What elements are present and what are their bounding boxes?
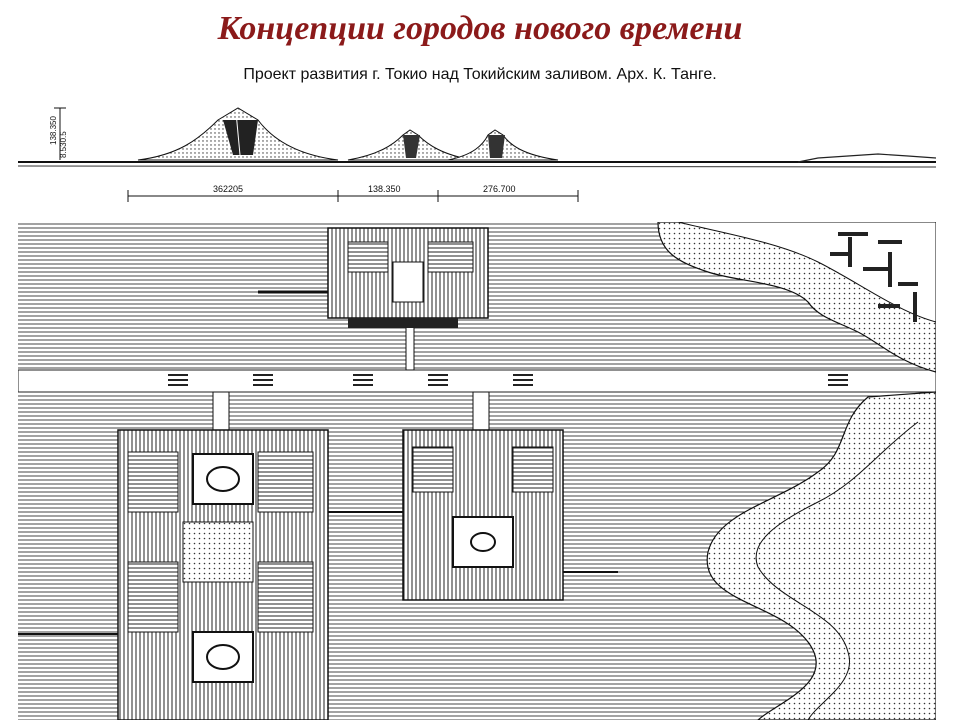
megastructure-section-2 [347, 129, 474, 161]
cross-section-drawing: 138.350 8.530.5 362205 138.350 276.700 [18, 107, 936, 202]
urban-block-southwest [18, 391, 329, 720]
coastline-northeast [657, 222, 936, 373]
megastructure-section-3 [447, 129, 559, 161]
dimension-label: 362205 [213, 184, 243, 194]
dimension-line: 362205 138.350 276.700 [127, 184, 579, 202]
slide-title: Концепции городов нового времени [217, 10, 743, 47]
central-highway [18, 369, 936, 393]
height-scale: 138.350 8.530.5 [49, 107, 68, 160]
height-label: 138.350 [49, 116, 58, 145]
city-plan-drawing [18, 222, 936, 720]
dimension-label: 138.350 [368, 184, 401, 194]
urban-block-south [328, 391, 618, 601]
megastructure-section-1 [137, 107, 339, 161]
slide-subtitle: Проект развития г. Токио над Токийским з… [243, 66, 717, 83]
urban-block-north [258, 227, 489, 371]
dimension-label: 276.700 [483, 184, 516, 194]
highway-markings [168, 374, 848, 386]
height-label: 8.530.5 [59, 131, 68, 158]
coastline-southeast [706, 391, 936, 720]
